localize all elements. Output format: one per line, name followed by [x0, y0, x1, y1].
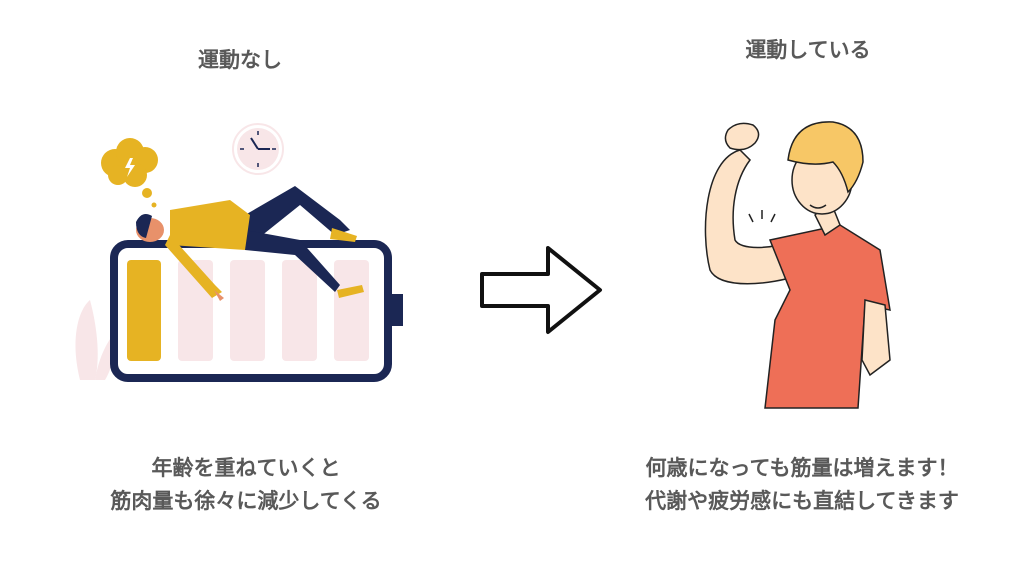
battery-segment-empty: [282, 260, 317, 361]
left-caption-line2: 筋肉量も徐々に減少してくる: [110, 489, 382, 513]
clock-icon: [232, 123, 284, 175]
tired-man-figure: [136, 186, 364, 301]
battery-segment-empty: [230, 260, 265, 361]
left-heading: 運動なし: [198, 48, 282, 72]
arrow-right-icon: [480, 246, 602, 334]
right-caption-line1: 何歳になっても筋量は増えます！: [645, 456, 959, 480]
right-heading: 運動している: [745, 38, 871, 62]
thought-cloud-icon: [101, 138, 158, 208]
battery-icon: [110, 240, 403, 382]
left-caption-line1: 年齢を重ねていくと: [151, 456, 341, 480]
strong-man-figure: [704, 121, 891, 409]
battery-segment-empty: [334, 260, 369, 361]
battery-segment-filled: [127, 260, 161, 361]
right-caption-line2: 代謝や疲労感にも直結してきます: [645, 489, 959, 513]
